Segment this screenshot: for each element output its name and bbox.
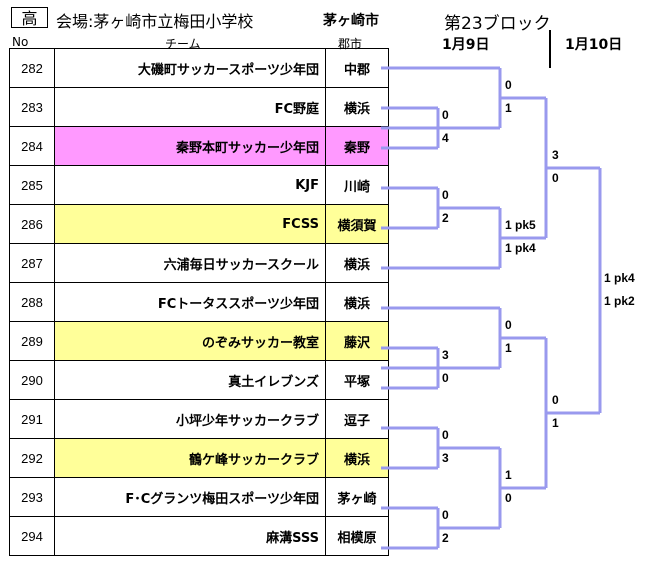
match-score: 1	[505, 468, 512, 482]
match-score: 3	[552, 148, 559, 162]
match-score: 0	[442, 188, 449, 202]
match-score: 0	[442, 108, 449, 122]
match-score: 1 pk5	[505, 218, 536, 232]
date-divider	[549, 30, 551, 68]
match-score: 0	[505, 78, 512, 92]
team-number: 283	[9, 87, 55, 127]
match-score: 1	[505, 101, 512, 115]
match-score: 1 pk4	[604, 270, 635, 285]
team-number: 293	[9, 477, 55, 517]
match-score: 0	[442, 508, 449, 522]
date-day2: 1月10日	[565, 37, 623, 53]
team-name: 六浦毎日サッカースクール	[54, 243, 326, 283]
team-name: 小坪少年サッカークラブ	[54, 399, 326, 439]
match-score: 0	[442, 371, 449, 385]
match-score: 1 pk4	[505, 241, 536, 255]
team-city: 横浜	[325, 438, 389, 478]
team-number: 294	[9, 516, 55, 556]
team-name: F･Cグランツ梅田スポーツ少年団	[54, 477, 326, 517]
match-score: 0	[442, 428, 449, 442]
match-score: 2	[442, 211, 449, 225]
match-score: 1 pk2	[604, 293, 635, 308]
match-score: 0	[505, 318, 512, 332]
col-header-no: No	[12, 35, 29, 49]
match-score: 0	[552, 393, 559, 407]
venue-title: 会場:茅ヶ崎市立梅田小学校	[56, 12, 254, 31]
team-name: 麻溝SSS	[54, 516, 326, 556]
team-number: 288	[9, 282, 55, 322]
team-city: 相模原	[325, 516, 389, 556]
match-score: 4	[442, 131, 449, 145]
match-score: 3	[442, 348, 449, 362]
team-city: 川崎	[325, 165, 389, 205]
match-score: 3	[442, 451, 449, 465]
date-day1: 1月9日	[442, 37, 490, 53]
team-name: FC野庭	[54, 87, 326, 127]
col-header-city: 郡市	[338, 37, 363, 51]
team-city: 茅ヶ崎	[325, 477, 389, 517]
team-number: 284	[9, 126, 55, 166]
venue-city: 茅ヶ崎市	[323, 13, 379, 29]
category-box: 高	[11, 7, 48, 28]
team-name: 大磯町サッカースポーツ少年団	[54, 48, 326, 88]
match-score: 1	[505, 341, 512, 355]
team-city: 秦野	[325, 126, 389, 166]
team-name: のぞみサッカー教室	[54, 321, 326, 361]
team-city: 中郡	[325, 48, 389, 88]
match-score: 1	[552, 416, 559, 430]
team-name: 秦野本町サッカー少年団	[54, 126, 326, 166]
team-city: 横須賀	[325, 204, 389, 244]
match-score: 0	[505, 491, 512, 505]
match-score: 0	[552, 171, 559, 185]
match-score: 2	[442, 531, 449, 545]
block-title: 第23ブロック	[444, 14, 551, 34]
team-city: 横浜	[325, 282, 389, 322]
team-number: 289	[9, 321, 55, 361]
team-number: 290	[9, 360, 55, 400]
team-city: 藤沢	[325, 321, 389, 361]
team-number: 285	[9, 165, 55, 205]
team-city: 逗子	[325, 399, 389, 439]
col-header-team: チーム	[165, 37, 201, 51]
